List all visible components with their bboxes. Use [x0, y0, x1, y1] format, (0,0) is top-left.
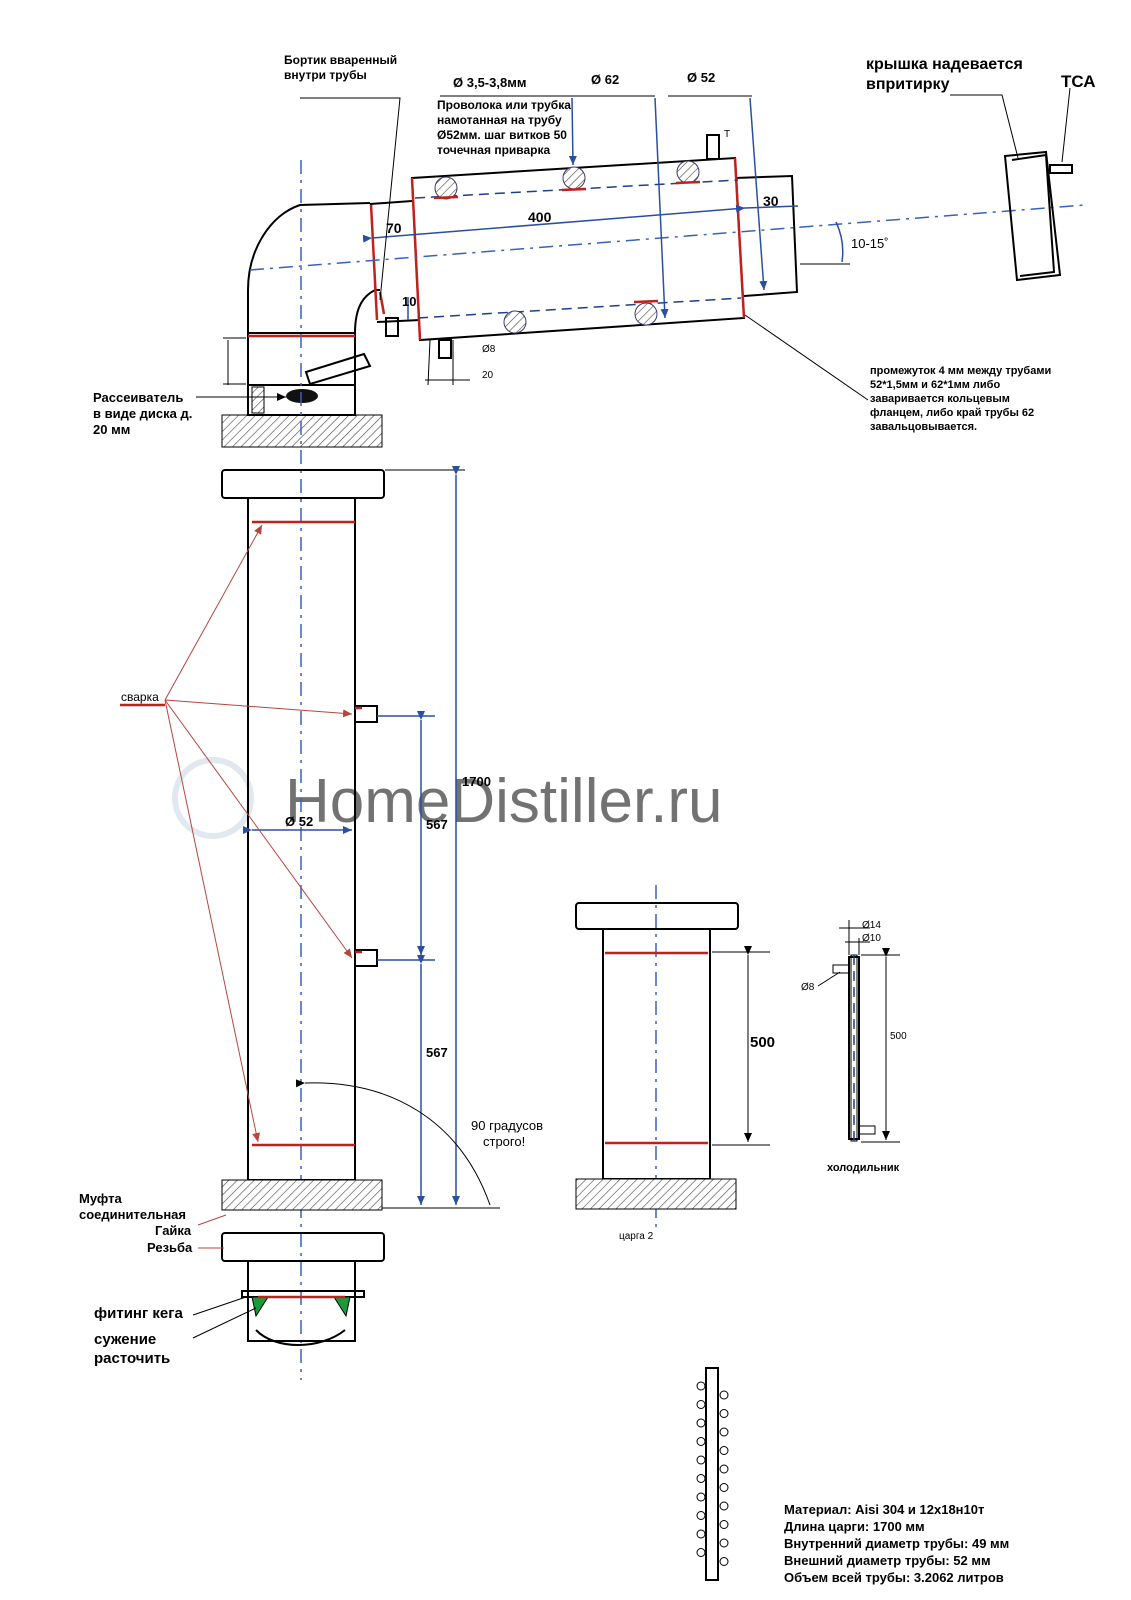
wire-note-3: Ø52мм. шаг витков 50	[437, 128, 567, 142]
plate-hole	[719, 1427, 729, 1437]
bortik-label-1: Бортик вваренный	[284, 53, 397, 67]
specifications: Материал: Aisi 304 и 12х18н10т Длина цар…	[784, 1502, 1009, 1585]
spec-inner-diameter: Внутренний диаметр трубы: 49 мм	[784, 1536, 1009, 1551]
sensor-t-label: T	[724, 129, 730, 140]
plate-hole	[719, 1483, 729, 1492]
plate-hole	[719, 1446, 729, 1455]
dim-1700: 1700	[462, 774, 491, 789]
gap-note-3: заваривается кольцевым	[870, 393, 1010, 405]
sensor-port-2	[354, 949, 378, 967]
plate-hole	[719, 1520, 729, 1529]
gap-note-2: 52*1,5мм и 62*1мм либо	[870, 379, 1000, 391]
right-angle-note-1: 90 градусов	[471, 1118, 543, 1133]
lid-label-1: крышка надевается	[866, 56, 1023, 73]
tsa-label: ТСА	[1061, 72, 1096, 91]
narrowing-label-1: сужение	[94, 1331, 156, 1348]
plate-hole	[719, 1464, 729, 1474]
right-angle-note-2: строго!	[483, 1134, 525, 1149]
weld-label: сварка	[121, 690, 159, 704]
cooler: Ø14 Ø10 Ø8 500 холодильник	[801, 920, 907, 1174]
plate-hole	[719, 1538, 729, 1548]
dim-70: 70	[386, 220, 402, 236]
nut	[221, 1232, 385, 1262]
spreader-label-2: в виде диска д.	[93, 406, 192, 421]
wire-note-1: Проволока или трубка	[437, 98, 571, 112]
cooler-d14: Ø14	[862, 920, 881, 931]
column-top-flange	[221, 469, 385, 499]
coupling-label-2: соединительная	[79, 1207, 186, 1222]
spreader-label-3: 20 мм	[93, 422, 130, 437]
dephlegmator-assembly	[221, 87, 1086, 448]
gap-note-1: промежуток 4 мм между трубами	[870, 365, 1051, 377]
dim-20: 20	[482, 370, 494, 381]
spreader-label-1: Рассеиватель	[93, 390, 183, 405]
dim-30: 30	[763, 193, 779, 209]
spec-outer-diameter: Внешний диаметр трубы: 52 мм	[784, 1553, 991, 1568]
watermark-text: HomeDistiller.ru	[285, 767, 723, 836]
thread-label: Резьба	[147, 1240, 193, 1255]
column-dia-label: Ø 52	[285, 814, 313, 829]
lid-label-2: впритирку	[866, 76, 950, 93]
angle-label: 10-15˚	[851, 236, 889, 251]
spreader-disk	[286, 389, 318, 403]
gap-note-5: завальцовывается.	[870, 421, 977, 433]
plate-hole	[696, 1529, 706, 1539]
nut-label: Гайка	[155, 1223, 192, 1238]
wire-note-2: намотанная на трубу	[437, 113, 562, 127]
sensor-port-1	[354, 705, 378, 723]
coupling-flange	[221, 1179, 383, 1211]
dim-d8-top: Ø8	[482, 344, 496, 355]
plate-hole	[696, 1474, 706, 1483]
spec-volume: Объем всей трубы: 3.2062 литров	[784, 1570, 1004, 1585]
tsarga-2-label: царга 2	[619, 1231, 654, 1242]
bortik-label-2: внутри трубы	[284, 68, 367, 82]
plate-hole	[719, 1557, 729, 1566]
column-annotations: сварка 1700 567 567 Ø 52 90 градусов стр…	[79, 690, 543, 1367]
plate-hole	[719, 1501, 729, 1511]
watermark: HomeDistiller.ru	[172, 757, 723, 839]
plate-hole	[696, 1400, 706, 1409]
dim-10: 10	[402, 294, 416, 309]
dia-62-label: Ø 62	[591, 72, 619, 87]
plate-hole	[696, 1381, 706, 1391]
dephlegmator-body	[249, 134, 1086, 359]
dim-400: 400	[528, 209, 552, 225]
keg-fitting-label: фитинг кега	[94, 1305, 183, 1322]
spec-length: Длина царги: 1700 мм	[784, 1519, 925, 1534]
spec-material: Материал: Aisi 304 и 12х18н10т	[784, 1502, 984, 1517]
plate-hole	[719, 1390, 729, 1400]
narrowing-label-2: расточить	[94, 1350, 170, 1367]
dim-567-upper: 567	[426, 817, 448, 832]
end-cap-lid	[1003, 150, 1073, 282]
cooler-d10: Ø10	[862, 933, 881, 944]
coupling-label-1: Муфта	[79, 1191, 122, 1206]
main-column	[120, 160, 500, 1380]
plate-hole	[696, 1418, 706, 1428]
cooler-d8: Ø8	[801, 982, 815, 993]
dia-52-top-label: Ø 52	[687, 70, 715, 85]
tsarga-2: 500 царга 2	[575, 885, 775, 1242]
wire-diameter-label: Ø 3,5-3,8мм	[453, 75, 526, 90]
plate-hole	[696, 1492, 706, 1502]
watermark-drop-icon	[172, 757, 254, 839]
tsarga-2-length: 500	[750, 1034, 775, 1051]
wire-note-4: точечная приварка	[437, 143, 551, 157]
plate-hole	[696, 1455, 706, 1465]
cooler-length: 500	[890, 1031, 907, 1042]
plate-hole	[696, 1511, 706, 1520]
gap-note-4: фланцем, либо край трубы 62	[870, 407, 1034, 419]
perforated-plate	[696, 1367, 729, 1581]
plate-hole	[719, 1409, 729, 1418]
top-annotations: Бортик вваренный внутри трубы Ø 3,5-3,8м…	[93, 53, 1096, 437]
cooler-label: холодильник	[827, 1162, 900, 1174]
plate-hole	[696, 1437, 706, 1446]
top-flange	[221, 414, 383, 448]
plate-hole	[696, 1548, 706, 1557]
dim-567-lower: 567	[426, 1045, 448, 1060]
